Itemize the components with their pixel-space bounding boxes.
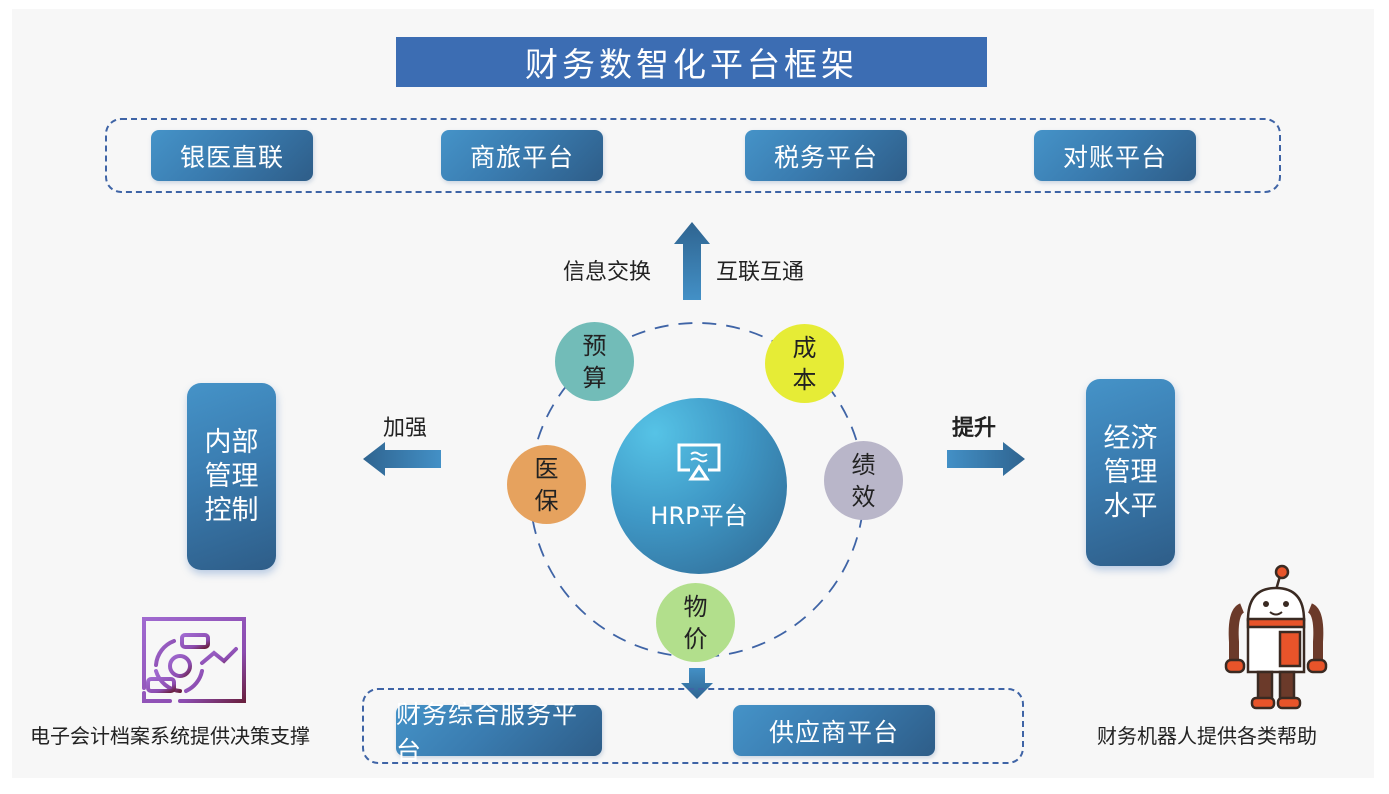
platform-reconciliation: 对账平台 bbox=[1034, 130, 1196, 181]
internal-control-label: 内部管理控制 bbox=[204, 426, 259, 526]
economic-management-box: 经济管理水平 bbox=[1086, 379, 1175, 566]
robot-caption: 财务机器人提供各类帮助 bbox=[1097, 724, 1317, 748]
bottom-platform-group bbox=[362, 688, 1024, 764]
platform-bank-hospital: 银医直联 bbox=[151, 130, 313, 181]
hub-label: HRP平台 bbox=[650, 501, 748, 530]
improve-label: 提升 bbox=[952, 416, 997, 441]
module-cost-label: 成本 bbox=[792, 333, 817, 394]
hrp-platform-hub: HRP平台 bbox=[611, 398, 787, 574]
module-budget-label: 预算 bbox=[582, 331, 607, 392]
platform-business-travel: 商旅平台 bbox=[441, 130, 603, 181]
module-cost: 成本 bbox=[765, 324, 844, 403]
diagram-title: 财务数智化平台框架 bbox=[396, 37, 987, 87]
module-budget: 预算 bbox=[555, 322, 634, 401]
top-platform-group bbox=[105, 118, 1281, 193]
module-medical-insurance-label: 医保 bbox=[534, 454, 559, 515]
robot-icon bbox=[1224, 564, 1328, 710]
internal-control-box: 内部管理控制 bbox=[187, 383, 276, 570]
module-pricing-label: 物价 bbox=[683, 592, 708, 653]
down-arrow-icon bbox=[681, 668, 713, 699]
strengthen-label: 加强 bbox=[383, 416, 428, 441]
module-pricing: 物价 bbox=[656, 583, 735, 662]
platform-finance-service: 财务综合服务平台 bbox=[396, 700, 602, 765]
module-performance-label: 绩效 bbox=[851, 450, 876, 511]
archive-dashboard-icon bbox=[142, 617, 246, 703]
up-arrow-icon bbox=[674, 222, 710, 300]
platform-supplier: 供应商平台 bbox=[733, 705, 935, 756]
left-arrow-icon bbox=[363, 442, 441, 476]
archive-system-caption: 电子会计档案系统提供决策支撑 bbox=[30, 724, 310, 748]
module-performance: 绩效 bbox=[824, 441, 903, 520]
platform-tax: 税务平台 bbox=[745, 130, 907, 181]
interconnect-label: 互联互通 bbox=[716, 260, 805, 285]
cast-screen-icon bbox=[677, 443, 721, 480]
right-arrow-icon bbox=[947, 442, 1025, 476]
economic-management-label: 经济管理水平 bbox=[1103, 422, 1158, 522]
info-exchange-label: 信息交换 bbox=[563, 260, 652, 285]
module-medical-insurance: 医保 bbox=[507, 445, 586, 524]
